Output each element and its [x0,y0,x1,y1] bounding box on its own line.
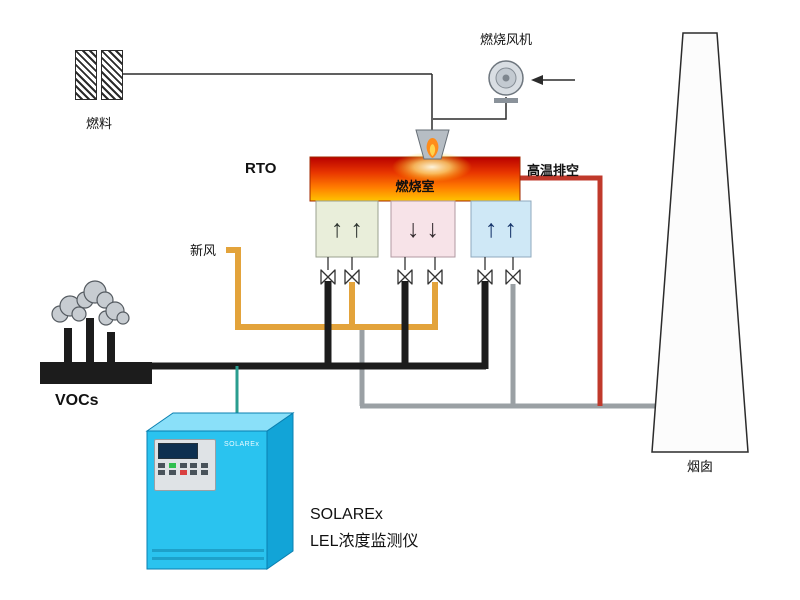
panel-keys [158,463,210,475]
chimney-label: 烟囱 [686,459,713,474]
bowtie-valve-icon [320,269,521,285]
burner-flame-icon [415,129,450,160]
regenerator-1-box [315,200,379,258]
vocs-source [40,280,152,384]
combustion-fan-label: 燃烧风机 [479,32,532,47]
monitor-name-label: SOLAREx [310,506,383,523]
fuel-gas-line [123,73,507,131]
cabinet-brand-text: SOLAREx [224,441,260,448]
hot-vent-pipe [519,175,603,406]
valve-stems [327,257,514,270]
vocs-pipe [146,281,489,370]
smoke-cloud-icon [51,280,130,326]
vocs-label: VOCs [55,392,99,409]
fan-inlet-arrow [531,75,575,85]
cabinet-louver [152,549,264,552]
monitor-desc-label: LEL浓度监测仪 [310,533,419,550]
combustion-chamber-box [309,152,521,202]
control-panel [154,439,216,491]
panel-screen [158,443,198,459]
fresh-air-label: 新风 [190,243,217,258]
lel-monitor-cabinet [145,412,295,570]
rto-label: RTO [245,160,277,177]
stack-icon [651,32,749,453]
combustion-chamber-label: 燃烧室 [395,179,435,194]
fuel-block-right [101,50,123,100]
blower-fan-icon [488,60,524,103]
vocs-duct-block [40,362,152,384]
fresh-air-pipe [226,247,438,330]
high-temp-vent-label: 高温排空 [527,163,580,178]
regenerator-2-box [390,200,456,258]
fuel-block-left [75,50,97,100]
fuel-label: 燃料 [85,116,112,131]
hatched-fuel-block [75,50,123,100]
cabinet-louver [152,557,264,560]
regenerator-3-box [470,200,532,258]
